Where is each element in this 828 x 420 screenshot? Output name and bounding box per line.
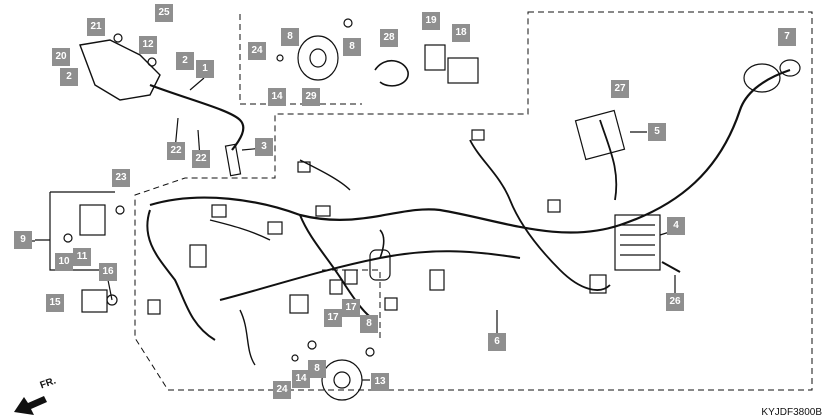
- callout-8: 8: [360, 315, 378, 333]
- callout-8: 8: [308, 360, 326, 378]
- callout-4: 4: [667, 217, 685, 235]
- callout-29: 29: [302, 88, 320, 106]
- connector-15: [81, 289, 108, 313]
- callout-18: 18: [452, 24, 470, 42]
- callout-24: 24: [273, 381, 291, 399]
- callout-24: 24: [248, 42, 266, 60]
- switch-housing: [79, 39, 161, 101]
- harness-small-3: [239, 309, 256, 366]
- callout-19: 19: [422, 12, 440, 30]
- fuse-box-27: [574, 109, 626, 161]
- harness-branch-lower: [219, 250, 521, 301]
- horn-upper: [297, 35, 339, 81]
- callout-22: 22: [192, 150, 210, 168]
- dashed-boundary-lower: [322, 269, 381, 338]
- callout-17: 17: [342, 299, 360, 317]
- callout-2: 2: [176, 52, 194, 70]
- relay-19: [424, 44, 446, 71]
- main-harness: [149, 68, 791, 234]
- coil: [369, 249, 391, 281]
- callout-2: 2: [60, 68, 78, 86]
- callout-17: 17: [324, 309, 342, 327]
- harness-branch-left: [146, 209, 216, 341]
- callout-11: 11: [73, 248, 91, 266]
- catalog-code: KYJDF3800B: [761, 407, 822, 418]
- callout-3: 3: [255, 138, 273, 156]
- callout-5: 5: [648, 123, 666, 141]
- callout-26: 26: [666, 293, 684, 311]
- dashed-boundary-main: [134, 11, 813, 391]
- harness-branch-center: [299, 214, 376, 321]
- callout-28: 28: [380, 29, 398, 47]
- relay-18: [447, 57, 479, 84]
- regulator-4: [614, 214, 661, 271]
- callout-9: 9: [14, 231, 32, 249]
- callout-12: 12: [139, 36, 157, 54]
- callout-13: 13: [371, 373, 389, 391]
- callout-8: 8: [343, 38, 361, 56]
- callout-22: 22: [167, 142, 185, 160]
- callout-25: 25: [155, 4, 173, 22]
- callout-23: 23: [112, 169, 130, 187]
- callout-27: 27: [611, 80, 629, 98]
- harness-to-coil: [379, 229, 385, 259]
- callout-21: 21: [87, 18, 105, 36]
- bracket-9: [35, 191, 115, 271]
- harness-small-2: [209, 219, 271, 241]
- callout-10: 10: [55, 253, 73, 271]
- callout-14: 14: [268, 88, 286, 106]
- cable-1: [149, 83, 245, 151]
- callout-1: 1: [196, 60, 214, 78]
- harness-branch-right: [469, 139, 611, 291]
- callout-14: 14: [292, 370, 310, 388]
- band-28: [374, 60, 409, 87]
- bolt-26: [661, 261, 681, 273]
- callout-15: 15: [46, 294, 64, 312]
- callout-7: 7: [778, 28, 796, 46]
- end-cover-7: [779, 59, 801, 77]
- callout-16: 16: [99, 263, 117, 281]
- front-arrow-icon: [14, 396, 47, 415]
- callout-6: 6: [488, 333, 506, 351]
- callout-8: 8: [281, 28, 299, 46]
- cable-end-3: [224, 143, 242, 177]
- switch-9: [79, 204, 106, 236]
- callout-20: 20: [52, 48, 70, 66]
- horn-lower: [321, 359, 363, 401]
- harness-branch-upper: [599, 119, 618, 201]
- dashed-boundary-horn-group: [239, 14, 362, 105]
- harness-small-1: [299, 159, 351, 191]
